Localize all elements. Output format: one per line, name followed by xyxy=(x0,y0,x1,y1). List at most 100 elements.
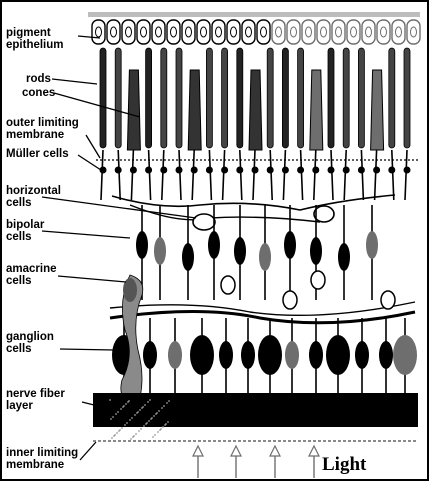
label-muller-cells: Müller cells xyxy=(6,149,69,160)
rod-cell xyxy=(298,48,304,148)
pigment-cell xyxy=(272,20,285,44)
ganglion-cell xyxy=(285,341,299,369)
pigment-cell xyxy=(107,20,120,44)
ganglion-cell xyxy=(219,341,233,369)
light-arrow xyxy=(309,446,319,478)
rod-cell xyxy=(206,48,212,148)
pigment-cell xyxy=(182,20,195,44)
amacrine-cells xyxy=(110,271,415,323)
ganglion-cell xyxy=(258,335,282,375)
bipolar-cell xyxy=(259,243,271,271)
amacrine-cell xyxy=(381,291,395,309)
label-bipolar-cells: cells xyxy=(6,232,32,243)
pigment-cell xyxy=(302,20,315,44)
cone-cell xyxy=(371,70,384,150)
label-nerve-fiber: nerve fiber xyxy=(6,389,65,400)
bipolar-cells xyxy=(136,205,378,300)
bipolar-cell xyxy=(154,237,166,265)
ganglion-cell xyxy=(326,335,350,375)
rod-cell xyxy=(389,48,395,148)
label-outer-limiting: outer limiting xyxy=(6,118,79,129)
rod-cell xyxy=(146,48,152,148)
pigment-cell xyxy=(122,20,135,44)
light-arrow xyxy=(231,446,241,478)
rod-cell xyxy=(343,48,349,148)
pigment-cell xyxy=(197,20,210,44)
pigment-cell xyxy=(212,20,225,44)
pigment-cell xyxy=(242,20,255,44)
pigment-cell xyxy=(377,20,390,44)
label-inner-limiting: inner limiting xyxy=(6,448,78,459)
cone-cell xyxy=(310,70,323,150)
ganglion-cell xyxy=(190,335,214,375)
pigment-cell xyxy=(227,20,240,44)
light-arrow xyxy=(193,446,203,478)
pigment-cell xyxy=(317,20,330,44)
pigment-cell xyxy=(407,20,420,44)
label-cones: cones xyxy=(22,88,55,99)
rod-cell xyxy=(161,48,167,148)
pigment-cell xyxy=(92,20,105,44)
ganglion-cells xyxy=(112,318,417,395)
cone-cell xyxy=(127,70,140,150)
bipolar-cell xyxy=(366,231,378,259)
pigment-cell xyxy=(347,20,360,44)
ganglion-cell xyxy=(355,341,369,369)
amacrine-cell xyxy=(311,271,325,289)
rod-cell xyxy=(237,48,243,148)
ganglion-cell xyxy=(309,341,323,369)
bipolar-cell xyxy=(338,243,350,271)
label-olm-membrane: membrane xyxy=(6,130,64,141)
label-horizontal: horizontal xyxy=(6,186,61,197)
label-rods: rods xyxy=(26,74,51,85)
label-amacrine-cells: cells xyxy=(6,276,32,287)
rod-cell xyxy=(176,48,182,148)
rod-cell xyxy=(222,48,228,148)
rod-cell xyxy=(358,48,364,148)
ganglion-cell xyxy=(143,341,157,369)
bipolar-cell xyxy=(182,243,194,271)
ganglion-cell xyxy=(379,341,393,369)
cone-cell xyxy=(249,70,262,150)
rod-cell xyxy=(115,48,121,148)
bipolar-cell xyxy=(310,237,322,265)
label-pigment: pigment xyxy=(6,28,51,39)
rod-cell xyxy=(282,48,288,148)
bipolar-cell xyxy=(284,231,296,259)
pigment-cell xyxy=(257,20,270,44)
ganglion-cell xyxy=(241,341,255,369)
pigment-cell xyxy=(332,20,345,44)
light-arrow xyxy=(270,446,280,478)
cone-cell xyxy=(188,70,201,150)
pigment-cell xyxy=(152,20,165,44)
label-bipolar: bipolar xyxy=(6,220,44,231)
nerve-fiber-layer-band xyxy=(93,393,418,427)
bipolar-cell xyxy=(208,231,220,259)
pigment-cell xyxy=(137,20,150,44)
label-horizontal-cells: cells xyxy=(6,198,32,209)
label-amacrine: amacrine xyxy=(6,264,57,275)
label-ganglion: ganglion xyxy=(6,332,54,343)
label-ilm-membrane: membrane xyxy=(6,460,64,471)
rod-cell xyxy=(267,48,273,148)
pigment-cell xyxy=(287,20,300,44)
pigment-cell xyxy=(362,20,375,44)
ganglion-cell xyxy=(168,341,182,369)
bipolar-cell xyxy=(136,231,148,259)
rods-and-cones xyxy=(100,48,411,200)
amacrine-cell xyxy=(283,291,297,309)
light-arrows xyxy=(193,446,319,478)
pigment-epithelium-layer xyxy=(88,12,420,44)
bipolar-cell xyxy=(234,237,246,265)
amacrine-cell xyxy=(221,276,235,294)
pigment-cell xyxy=(167,20,180,44)
rod-cell xyxy=(328,48,334,148)
label-ganglion-cells: cells xyxy=(6,344,32,355)
ganglion-cell xyxy=(393,335,417,375)
pigment-cell xyxy=(392,20,405,44)
rod-cell xyxy=(404,48,410,148)
label-epithelium: epithelium xyxy=(6,40,64,51)
label-nerve-layer: layer xyxy=(6,401,33,412)
